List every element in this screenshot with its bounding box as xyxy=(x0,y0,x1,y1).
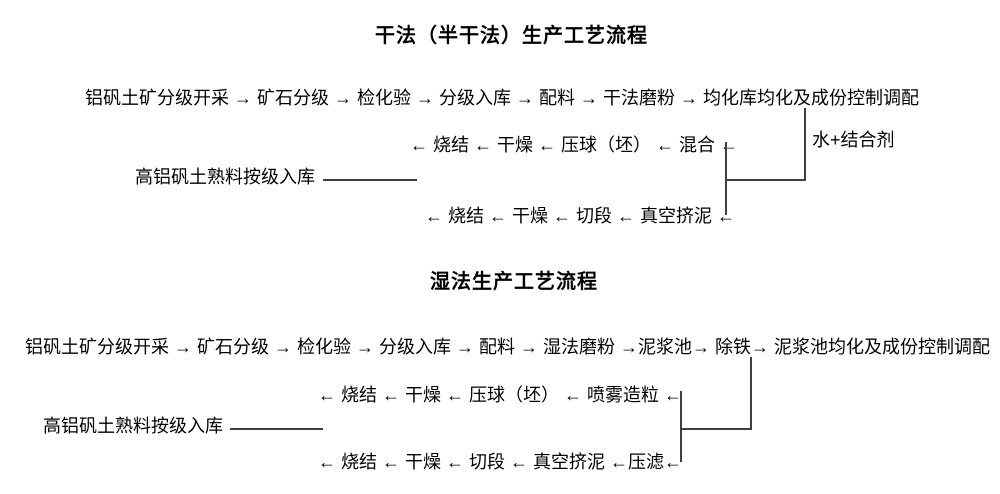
dry-main-flow-row: 铝矾土矿分级开采 → 矿石分级 → 检化验 → 分级入库 → 配料 → 干法磨粉… xyxy=(85,88,920,108)
dry-upper-branch-row: ← 烧结 ← 干燥 ← 压球（坯） ← 混合 ← xyxy=(410,135,739,155)
wet-junction-hline xyxy=(680,428,752,430)
wet-storage-label: 高铝矾土熟料按级入库 xyxy=(43,416,223,436)
wet-junction-vline xyxy=(680,391,682,462)
wet-storage-connector-line xyxy=(230,428,323,430)
dry-additive-vline xyxy=(804,108,806,181)
wet-upper-branch-row: ← 烧结 ← 干燥 ← 压球（坯） ← 喷雾造粒 ← xyxy=(318,385,683,405)
dry-storage-connector-line xyxy=(323,179,417,181)
wet-process-title: 湿法生产工艺流程 xyxy=(430,271,598,293)
dry-junction-hline xyxy=(725,179,806,181)
dry-lower-branch-row: ← 烧结 ← 干燥 ← 切段 ← 真空挤泥 ← xyxy=(425,206,736,226)
dry-process-title: 干法（半干法）生产工艺流程 xyxy=(375,25,648,47)
dry-storage-label: 高铝矾土熟料按级入库 xyxy=(135,167,315,187)
wet-feed-vline xyxy=(750,357,752,428)
wet-lower-branch-row: ← 烧结 ← 干燥 ← 切段 ← 真空挤泥 ←压滤← xyxy=(318,452,683,472)
dry-additive-label: 水+结合剂 xyxy=(812,130,895,150)
dry-junction-vline xyxy=(725,142,727,215)
wet-main-flow-row: 铝矾土矿分级开采 → 矿石分级 → 检化验 → 分级入库 → 配料 → 湿法磨粉… xyxy=(25,337,991,357)
